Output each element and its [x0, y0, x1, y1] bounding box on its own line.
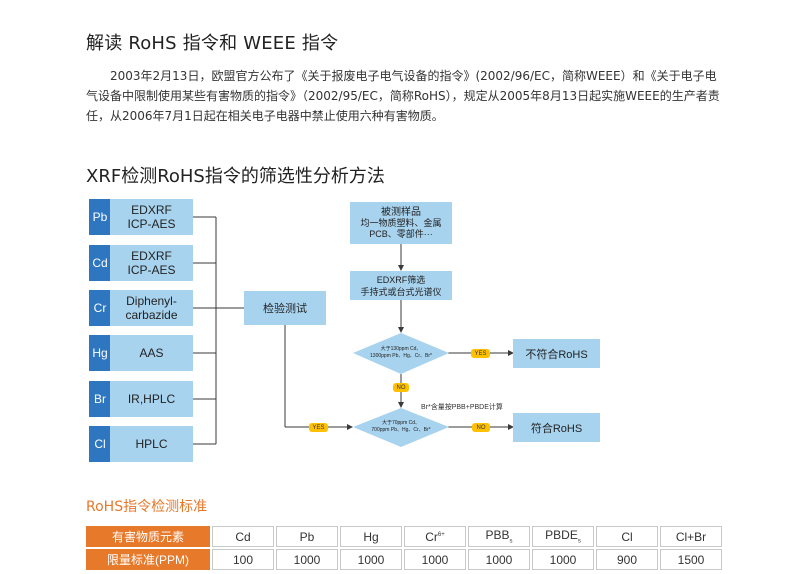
substance-name: Pb — [299, 529, 315, 544]
method-line2: carbazide — [125, 308, 178, 322]
limit-cell: 1000 — [532, 549, 594, 570]
substance-sup: 6+ — [437, 531, 445, 538]
element-label-cd: Cd — [89, 245, 111, 281]
substance-name: Cl+Br — [675, 529, 707, 544]
substance-name: PBDE — [545, 528, 578, 543]
substance-name: PBB — [485, 528, 510, 543]
substance-cell: Cl+Br — [660, 526, 722, 547]
test-box: 检验测试 — [244, 291, 326, 325]
table-row: 有害物质元素 Cd Pb Hg Cr6+ PBBs PBDEs Cl Cl+Br — [86, 526, 722, 547]
method-box-pb: EDXRF ICP-AES — [110, 199, 193, 235]
diamond-2-line2: 700ppm Pb、Hg、Cr、Br* — [371, 427, 431, 433]
substance-cell: Hg — [340, 526, 402, 547]
method-line2: ICP-AES — [127, 217, 176, 231]
diamond-1-line2: 1300ppm Pb、Hg、Cr、Br* — [370, 353, 432, 359]
limit-cell: 900 — [596, 549, 658, 570]
element-label-br: Br — [89, 381, 111, 417]
method-box-cr: Diphenyl- carbazide — [110, 290, 193, 326]
element-label-hg: Hg — [89, 335, 111, 371]
section-title-xrf: XRF检测RoHS指令的筛选性分析方法 — [86, 166, 385, 187]
element-label-cr: Cr — [89, 290, 111, 326]
sample-line2: 均一物质塑料、金属 — [360, 217, 442, 228]
substance-name: Cl — [621, 529, 633, 544]
compliant-box: 符合RoHS — [513, 413, 600, 442]
sample-line1: 被测样品 — [381, 206, 421, 218]
section-title-standards: RoHS指令检测标准 — [86, 499, 208, 515]
substance-name: Hg — [363, 529, 379, 544]
method-box-hg: AAS — [110, 335, 193, 371]
substance-cell: Pb — [276, 526, 338, 547]
row-label-substance: 有害物质元素 — [86, 526, 210, 547]
sample-line3: PCB、零部件··· — [369, 228, 433, 239]
yes-badge-1: YES — [471, 349, 490, 358]
xrf-screening-box: EDXRF筛选 手持式或台式光谱仪 — [350, 271, 452, 300]
method-line1: AAS — [139, 346, 164, 360]
method-line1: EDXRF — [131, 249, 172, 263]
diamond-1-line1: 大于130ppm Cd、 — [380, 346, 422, 352]
method-box-cd: EDXRF ICP-AES — [110, 245, 193, 281]
method-box-cl: HPLC — [110, 426, 193, 462]
limit-cell: 100 — [212, 549, 274, 570]
substance-name: Cd — [235, 529, 251, 544]
diamond-2-line1: 大于70ppm Cd、 — [381, 420, 421, 426]
no-badge-2: NO — [472, 423, 490, 432]
substance-cell: PBDEs — [532, 526, 594, 547]
br-calc-note: Br*含量按PBB+PBDE计算 — [421, 404, 503, 411]
substance-cell: Cd — [212, 526, 274, 547]
method-box-br: IR,HPLC — [110, 381, 193, 417]
xrf-line2: 手持式或台式光谱仪 — [360, 286, 442, 297]
substance-name: Cr — [425, 529, 438, 544]
limit-cell: 1000 — [276, 549, 338, 570]
noncompliant-box: 不符合RoHS — [513, 339, 600, 368]
diamond-1-text: 大于130ppm Cd、 1300ppm Pb、Hg、Cr、Br* — [356, 346, 446, 360]
diamond-2-text: 大于70ppm Cd、 700ppm Pb、Hg、Cr、Br* — [356, 420, 446, 434]
method-line1: IR,HPLC — [127, 392, 176, 406]
decision-diamond-1 — [353, 333, 449, 374]
xrf-line1: EDXRF筛选 — [376, 274, 426, 285]
limit-cell: 1000 — [340, 549, 402, 570]
limit-cell: 1000 — [468, 549, 530, 570]
decision-diamond-2 — [353, 408, 449, 447]
method-line1: HPLC — [135, 437, 168, 451]
limit-cell: 1000 — [404, 549, 466, 570]
page-title: 解读 RoHS 指令和 WEEE 指令 — [86, 33, 339, 54]
substance-sub: s — [509, 538, 513, 545]
method-line2: ICP-AES — [127, 263, 176, 277]
intro-paragraph: 2003年2月13日，欧盟官方公布了《关于报废电子电气设备的指令》(2002/9… — [86, 69, 720, 123]
element-label-cl: Cl — [89, 426, 111, 462]
table-row: 限量标准(PPM) 100 1000 1000 1000 1000 1000 9… — [86, 549, 722, 570]
row-label-limit: 限量标准(PPM) — [86, 549, 210, 570]
method-line1: EDXRF — [131, 203, 172, 217]
no-badge-1: NO — [393, 383, 409, 392]
yes-badge-2: YES — [309, 423, 328, 432]
rohs-standards-table: 有害物质元素 Cd Pb Hg Cr6+ PBBs PBDEs Cl Cl+Br… — [84, 524, 724, 572]
substance-cell: Cr6+ — [404, 526, 466, 547]
substance-cell: PBBs — [468, 526, 530, 547]
method-line1: Diphenyl- — [126, 294, 177, 308]
substance-cell: Cl — [596, 526, 658, 547]
element-label-pb: Pb — [89, 199, 111, 235]
limit-cell: 1500 — [660, 549, 722, 570]
substance-sub: s — [577, 538, 581, 545]
sample-box: 被测样品 均一物质塑料、金属 PCB、零部件··· — [350, 202, 452, 244]
